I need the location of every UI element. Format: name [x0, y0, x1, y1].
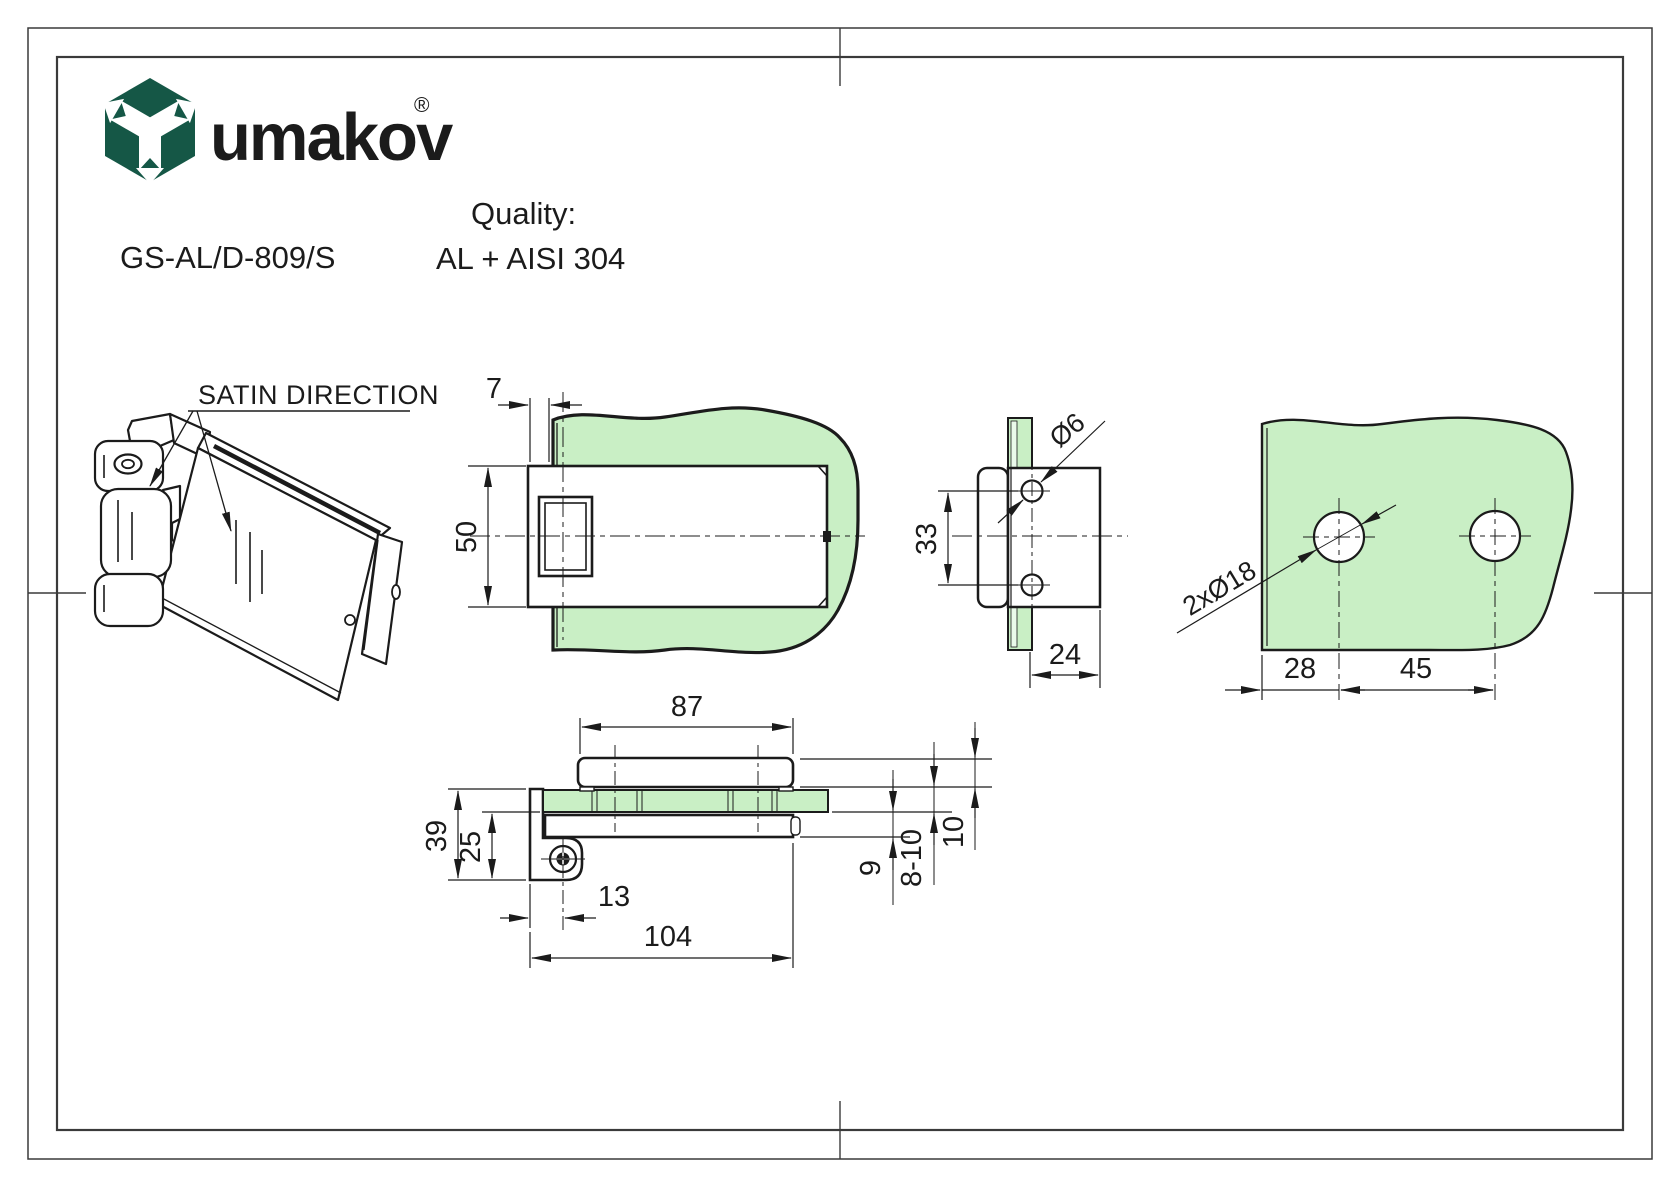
dim-25-label: 25 [455, 831, 487, 863]
end-cap-edge [363, 539, 379, 651]
umakov-logo-icon [103, 78, 197, 184]
dim-9-label: 9 [855, 860, 887, 876]
dim-33-label: 33 [911, 523, 943, 555]
chamfer-top [817, 465, 828, 477]
dim-28-45: 28 45 [1225, 653, 1494, 700]
umakov-logo: umakov ® [103, 78, 455, 184]
clamp-insert-lines [591, 790, 778, 812]
leader-to-knuckle [149, 410, 194, 487]
clamp-screw [344, 614, 356, 626]
dim-87: 87 [579, 691, 794, 754]
dim-45-label: 45 [1400, 653, 1432, 685]
glass-section [542, 789, 829, 813]
bottom-plate [543, 813, 795, 839]
dim-2xdia18-label: 2xØ18 [1178, 555, 1262, 622]
dim-7: 7 [486, 373, 582, 462]
dim-39-label: 39 [421, 820, 453, 852]
isometric-view [93, 412, 404, 702]
bottom-plate-cap [790, 816, 801, 836]
end-cap [360, 532, 404, 666]
gasket-line [212, 444, 382, 535]
outer-plate [976, 466, 1010, 609]
dim-50-label: 50 [451, 521, 483, 553]
section-view: 87 39 25 13 104 [421, 691, 992, 968]
brand-wordmark: umakov [210, 100, 453, 175]
pivot-pin [121, 458, 135, 470]
dim-24: 24 [1029, 610, 1101, 688]
top-plate [576, 756, 795, 789]
dim-10-label: 10 [938, 816, 970, 848]
quality-value: AL + AISI 304 [436, 241, 625, 276]
dim-28-label: 28 [1284, 653, 1316, 685]
satin-direction-label: SATIN DIRECTION [198, 380, 439, 410]
dim-thicknesses: 10 8-10 9 [800, 722, 992, 905]
dim-8-10-label: 8-10 [896, 829, 928, 887]
side-view: 33 Ø6 24 [911, 407, 1128, 688]
dim-104-label: 104 [644, 921, 692, 953]
satin-strokes-glass [235, 520, 263, 602]
dim-87-label: 87 [671, 691, 703, 723]
leader-to-glass [196, 410, 232, 532]
knuckle-bottom [93, 572, 165, 628]
screw-axes [562, 745, 759, 932]
dim-39: 39 [421, 788, 526, 881]
dim-24-label: 24 [1049, 639, 1081, 671]
chamfer-bottom [817, 596, 828, 608]
top-plate-lip-left [579, 786, 595, 792]
satin-strokes-knuckle [103, 455, 133, 612]
quality-label: Quality: [471, 196, 576, 231]
registered-mark: ® [414, 94, 430, 117]
dim-13: 13 [500, 881, 630, 928]
satin-direction-callout: SATIN DIRECTION [149, 380, 439, 532]
dim-7-label: 7 [486, 373, 502, 405]
glass-panel-corner [1260, 416, 1574, 652]
glass-cutout-view: 2xØ18 28 45 [1176, 416, 1574, 700]
dim-33: 33 [911, 490, 1018, 586]
dim-104: 104 [529, 843, 794, 968]
gasket-highlight [211, 451, 379, 540]
front-view: 7 50 [451, 373, 865, 655]
product-code: GS-AL/D-809/S [120, 240, 335, 275]
glass-bottom-edge [161, 597, 342, 694]
side-screw [391, 584, 401, 600]
dim-50: 50 [451, 465, 526, 608]
drawing-frame [27, 27, 1653, 1160]
glass-panel-3d [156, 446, 378, 702]
dim-dia6-label: Ø6 [1044, 407, 1091, 453]
knuckle-sleeve [99, 487, 173, 579]
dim-13-label: 13 [598, 881, 630, 913]
dim-25: 25 [455, 811, 540, 879]
top-plate-lip-right [778, 786, 794, 792]
